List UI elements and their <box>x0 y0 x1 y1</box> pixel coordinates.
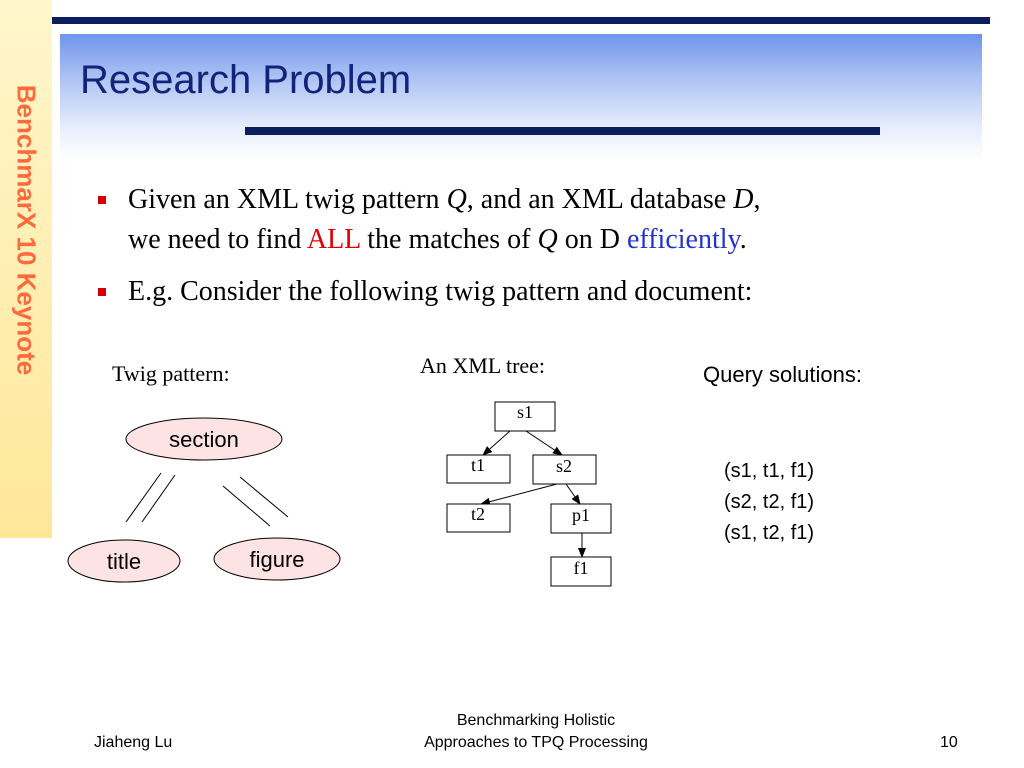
xml-tree-label: An XML tree: <box>420 353 546 378</box>
twig-edge-right-b <box>222 485 271 527</box>
bullet-text: E.g. Consider the following twig pattern… <box>128 276 753 307</box>
var-q: Q <box>537 224 558 255</box>
xml-node-t1 <box>446 454 511 484</box>
bullet-square-icon <box>98 288 106 296</box>
bullet-text: we need to find <box>128 224 307 255</box>
xml-edge-s1-t1 <box>482 430 511 456</box>
xml-node-p1 <box>550 503 612 534</box>
bullet-text: , <box>753 184 761 215</box>
title-underline <box>245 127 880 135</box>
solution-row: (s2, t2, f1) <box>724 491 815 513</box>
footer-talk-title-line2: Approaches to TPQ Processing <box>424 734 648 751</box>
xml-node-s1 <box>494 401 556 432</box>
bullet-text: Given an XML twig pattern <box>128 184 447 215</box>
solution-row: (s1, t1, f1) <box>724 460 815 482</box>
twig-node-title-label: title <box>107 549 141 574</box>
twig-edge-left-a <box>125 472 162 523</box>
bullet-text: . <box>739 224 747 255</box>
top-rule <box>52 17 990 24</box>
twig-node-section <box>125 417 283 461</box>
twig-node-figure-label: figure <box>249 547 304 572</box>
xml-node-t2-label: t2 <box>471 504 485 524</box>
xml-node-f1-label: f1 <box>574 558 589 578</box>
twig-node-figure <box>213 537 341 581</box>
sidebar-band: BenchmarX 10 Keynote <box>0 0 52 538</box>
query-solutions: (s1, t1, f1) (s2, t2, f1) (s1, t2, f1) <box>724 456 814 549</box>
twig-edge-left-b <box>141 474 176 523</box>
title-band <box>60 34 982 160</box>
slide-title: Research Problem <box>80 58 412 102</box>
twig-pattern: section title figure <box>67 417 341 583</box>
page-number: 10 <box>940 734 958 751</box>
xml-node-t1-label: t1 <box>471 455 485 475</box>
bullet-text: the matches of <box>360 224 538 255</box>
highlight-efficiently: efficiently <box>626 224 740 255</box>
xml-tree: s1 t1 s2 t2 p1 f1 <box>446 401 612 587</box>
bullet-square-icon <box>98 196 106 204</box>
solution-row: (s1, t2, f1) <box>724 522 815 544</box>
xml-node-s2-label: s2 <box>556 456 572 476</box>
bullet-list: Given an XML twig pattern Q, and an XML … <box>96 180 976 324</box>
xml-node-s1-label: s1 <box>517 402 533 422</box>
bullet-text: on D <box>557 224 627 255</box>
xml-edge-s2-p1 <box>565 483 581 505</box>
query-solutions-label: Query solutions: <box>703 362 862 387</box>
bullet-item-2: E.g. Consider the following twig pattern… <box>96 272 976 312</box>
xml-edge-s1-s2 <box>525 430 563 456</box>
twig-edge-right-a <box>239 476 289 518</box>
var-d: D <box>733 184 754 215</box>
var-q: Q <box>446 184 467 215</box>
xml-node-t2 <box>446 503 511 533</box>
highlight-all: ALL <box>306 224 361 255</box>
xml-node-p1-label: p1 <box>572 505 590 525</box>
footer-talk-title-line1: Benchmarking Holistic <box>456 712 616 729</box>
footer-author: Jiaheng Lu <box>94 734 173 751</box>
xml-node-s2 <box>532 454 597 485</box>
twig-pattern-label: Twig pattern: <box>112 361 230 386</box>
xml-node-f1 <box>550 556 612 587</box>
bullet-item-1: Given an XML twig pattern Q, and an XML … <box>96 180 976 260</box>
bullet-text: , and an XML database <box>466 184 734 215</box>
twig-node-title <box>67 539 181 583</box>
xml-edge-s2-t2 <box>480 483 558 506</box>
twig-node-section-label: section <box>169 427 239 452</box>
footer-talk-title: Benchmarking Holistic Approaches to TPQ … <box>386 710 686 754</box>
